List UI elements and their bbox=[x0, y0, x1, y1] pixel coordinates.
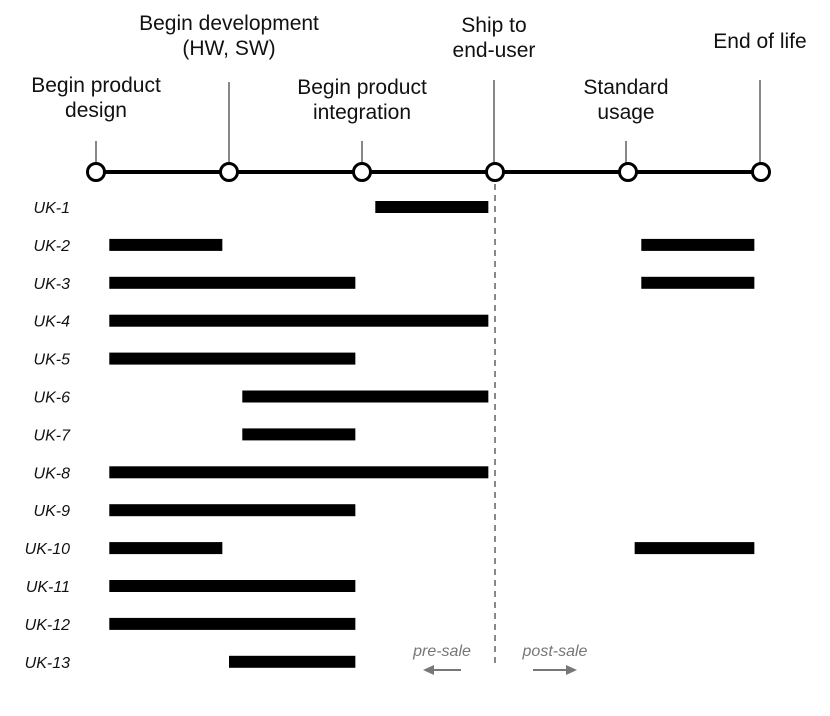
row-uk-11: UK-11 bbox=[26, 579, 356, 596]
row-label: UK-3 bbox=[34, 276, 71, 293]
milestone-marker-4 bbox=[485, 162, 505, 182]
row-uk-12: UK-12 bbox=[25, 617, 356, 634]
row-uk-2: UK-2 bbox=[34, 238, 755, 255]
row-label: UK-5 bbox=[34, 352, 71, 369]
milestone-marker-5 bbox=[618, 162, 638, 182]
milestone-marker-2 bbox=[219, 162, 239, 182]
bar-uk-10-2 bbox=[634, 542, 755, 555]
stage-label-2-line-2: (HW, SW) bbox=[182, 37, 275, 60]
bar-uk-11-1 bbox=[109, 580, 356, 592]
row-uk-6: UK-6 bbox=[34, 390, 489, 407]
bar-uk-12-1 bbox=[109, 617, 356, 630]
bar-uk-13-1 bbox=[229, 655, 356, 668]
bar-uk-2-1 bbox=[109, 238, 223, 251]
milestone-marker-1 bbox=[86, 162, 106, 182]
bar-uk-7-1 bbox=[242, 428, 356, 441]
bar-uk-4-1 bbox=[109, 314, 489, 327]
stage-label-5-line-1: Standard bbox=[583, 76, 668, 99]
row-label: UK-4 bbox=[34, 314, 71, 331]
stage-label-6: End of life bbox=[713, 30, 806, 53]
stage-connectors bbox=[95, 80, 761, 163]
stage-label-1-line-2: design bbox=[65, 99, 127, 122]
row-label: UK-2 bbox=[34, 238, 71, 255]
row-label: UK-8 bbox=[34, 465, 71, 482]
row-label: UK-9 bbox=[34, 503, 71, 520]
stage-label-5-line-2: usage bbox=[597, 101, 654, 124]
stage-label-3-line-2: integration bbox=[313, 101, 411, 124]
bar-uk-8-1 bbox=[109, 466, 489, 479]
bar-uk-1-1 bbox=[375, 201, 489, 213]
bar-uk-5-1 bbox=[109, 352, 356, 365]
vulnerability-rows: UK-1UK-2UK-3UK-4UK-5UK-6UK-7UK-8UK-9UK-1… bbox=[25, 200, 755, 672]
stage-label-1-line-1: Begin product bbox=[31, 74, 161, 97]
stage-label-4-line-1: Ship to bbox=[461, 14, 526, 37]
stage-label-2: Begin development(HW, SW) bbox=[139, 12, 319, 60]
bar-uk-6-1 bbox=[242, 390, 489, 403]
milestone-marker-6 bbox=[751, 162, 771, 182]
row-uk-3: UK-3 bbox=[34, 276, 755, 293]
row-uk-13: UK-13 bbox=[25, 655, 356, 672]
bar-uk-10-1 bbox=[109, 542, 223, 555]
stage-label-4-line-2: end-user bbox=[453, 39, 536, 62]
bar-uk-3-2 bbox=[641, 276, 755, 289]
row-uk-1: UK-1 bbox=[34, 200, 489, 217]
bar-uk-2-2 bbox=[641, 238, 755, 251]
bar-uk-3-1 bbox=[109, 276, 356, 289]
stage-label-6-line-1: End of life bbox=[713, 30, 806, 53]
row-label: UK-11 bbox=[26, 579, 70, 596]
post-sale-label: post-sale bbox=[522, 643, 588, 660]
row-label: UK-1 bbox=[34, 200, 70, 217]
stage-label-3-line-1: Begin product bbox=[297, 76, 427, 99]
pre-sale-label: pre-sale bbox=[412, 643, 471, 660]
row-uk-10: UK-10 bbox=[25, 541, 755, 558]
pre-sale-arrowhead-icon bbox=[423, 665, 434, 675]
row-uk-5: UK-5 bbox=[34, 352, 356, 369]
row-uk-4: UK-4 bbox=[34, 314, 489, 331]
row-label: UK-6 bbox=[34, 390, 71, 407]
row-label: UK-12 bbox=[25, 617, 70, 634]
row-uk-8: UK-8 bbox=[34, 465, 489, 482]
bar-uk-9-1 bbox=[109, 504, 356, 517]
row-uk-7: UK-7 bbox=[34, 427, 356, 444]
milestones bbox=[86, 162, 771, 182]
post-sale-arrowhead-icon bbox=[566, 665, 577, 675]
row-uk-9: UK-9 bbox=[34, 503, 356, 520]
milestone-marker-3 bbox=[352, 162, 372, 182]
stage-label-2-line-1: Begin development bbox=[139, 12, 319, 35]
row-label: UK-13 bbox=[25, 655, 70, 672]
row-label: UK-7 bbox=[34, 427, 72, 444]
row-label: UK-10 bbox=[25, 541, 70, 558]
